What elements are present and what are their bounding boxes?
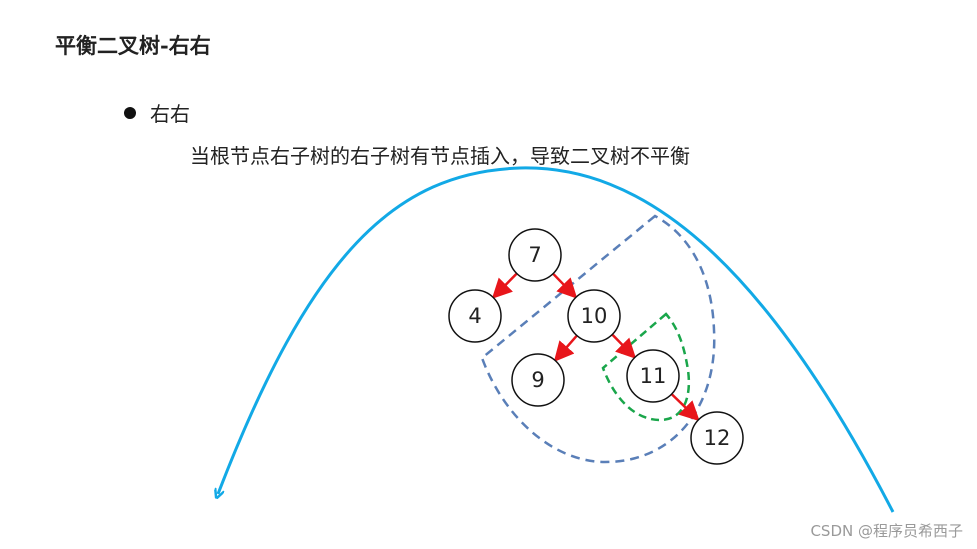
- tree-edge-n11-n12: [670, 393, 700, 422]
- tree-node-11: 11: [626, 349, 680, 403]
- tree-node-7: 7: [508, 228, 562, 282]
- tree-node-circle: [448, 289, 502, 343]
- tree-node-circle: [511, 353, 565, 407]
- inner-subtree-outline: [601, 312, 691, 422]
- tree-node-label: 12: [704, 426, 731, 450]
- tree-edge-n7-n10: [552, 272, 578, 299]
- tree-node-label: 11: [640, 364, 667, 388]
- tree-node-10: 10: [567, 289, 621, 343]
- tree-node-label: 7: [528, 243, 541, 267]
- tree-node-label: 4: [468, 304, 481, 328]
- tree-node-4: 4: [448, 289, 502, 343]
- watermark: CSDN @程序员希西子: [810, 522, 963, 540]
- tree-edge-n10-n11: [611, 333, 637, 359]
- tree-edge-n7-n4: [491, 272, 518, 299]
- rotation-arrow: [218, 166, 895, 513]
- bullet-dot-icon: [124, 106, 136, 119]
- slide-title: 平衡二叉树-右右: [55, 33, 211, 58]
- description-text: 当根节点右子树的右子树有节点插入，导致二叉树不平衡: [190, 144, 690, 168]
- tree-node-9: 9: [511, 353, 565, 407]
- tree-node-circle: [690, 411, 744, 465]
- tree-node-12: 12: [690, 411, 744, 465]
- tree-node-circle: [626, 349, 680, 403]
- tree-node-label: 9: [531, 368, 544, 392]
- tree-node-circle: [567, 289, 621, 343]
- tree-edge-n10-n9: [553, 334, 578, 362]
- outer-subtree-outline: [480, 214, 716, 464]
- bullet-item: 右右: [124, 98, 190, 127]
- tree-node-circle: [508, 228, 562, 282]
- bullet-label: 右右: [150, 102, 190, 126]
- tree-node-label: 10: [581, 304, 608, 328]
